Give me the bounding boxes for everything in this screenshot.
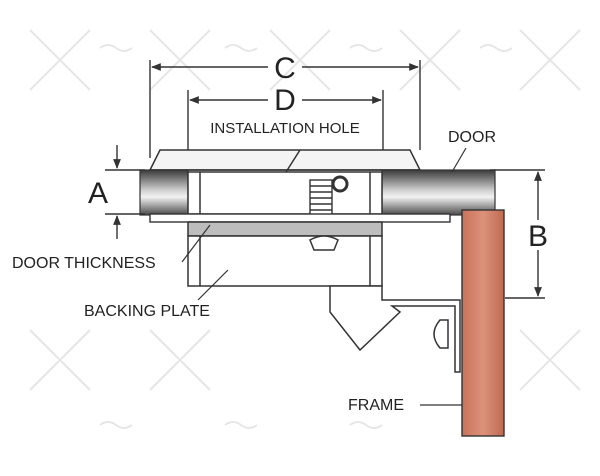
door-leader xyxy=(451,147,467,173)
label-frame: FRAME xyxy=(348,397,404,414)
label-a: A xyxy=(88,177,108,210)
backing-plate xyxy=(187,221,383,287)
label-d: D xyxy=(274,84,296,117)
latch-body xyxy=(187,171,383,215)
dimension-c xyxy=(149,60,421,158)
label-b: B xyxy=(528,220,548,253)
dimension-a xyxy=(105,145,145,239)
watermark xyxy=(29,29,581,429)
door-panel-right xyxy=(381,169,496,216)
door-lower-plate xyxy=(149,213,451,223)
label-backing-plate: BACKING PLATE xyxy=(84,303,210,320)
label-c: C xyxy=(274,52,296,85)
backing-plate-leader xyxy=(197,269,229,301)
dimension-b xyxy=(490,169,545,299)
label-door-thickness: DOOR THICKNESS xyxy=(12,255,156,272)
latch-flange xyxy=(148,149,422,171)
label-installation-hole: INSTALLATION HOLE xyxy=(210,120,359,137)
frame-bar xyxy=(461,209,505,437)
label-door: DOOR xyxy=(448,129,496,146)
dimension-d xyxy=(187,90,384,160)
door-thickness-leader xyxy=(181,224,211,263)
hole-marker xyxy=(285,149,301,173)
latch-cam xyxy=(329,285,461,373)
door-panel-left xyxy=(139,169,189,216)
